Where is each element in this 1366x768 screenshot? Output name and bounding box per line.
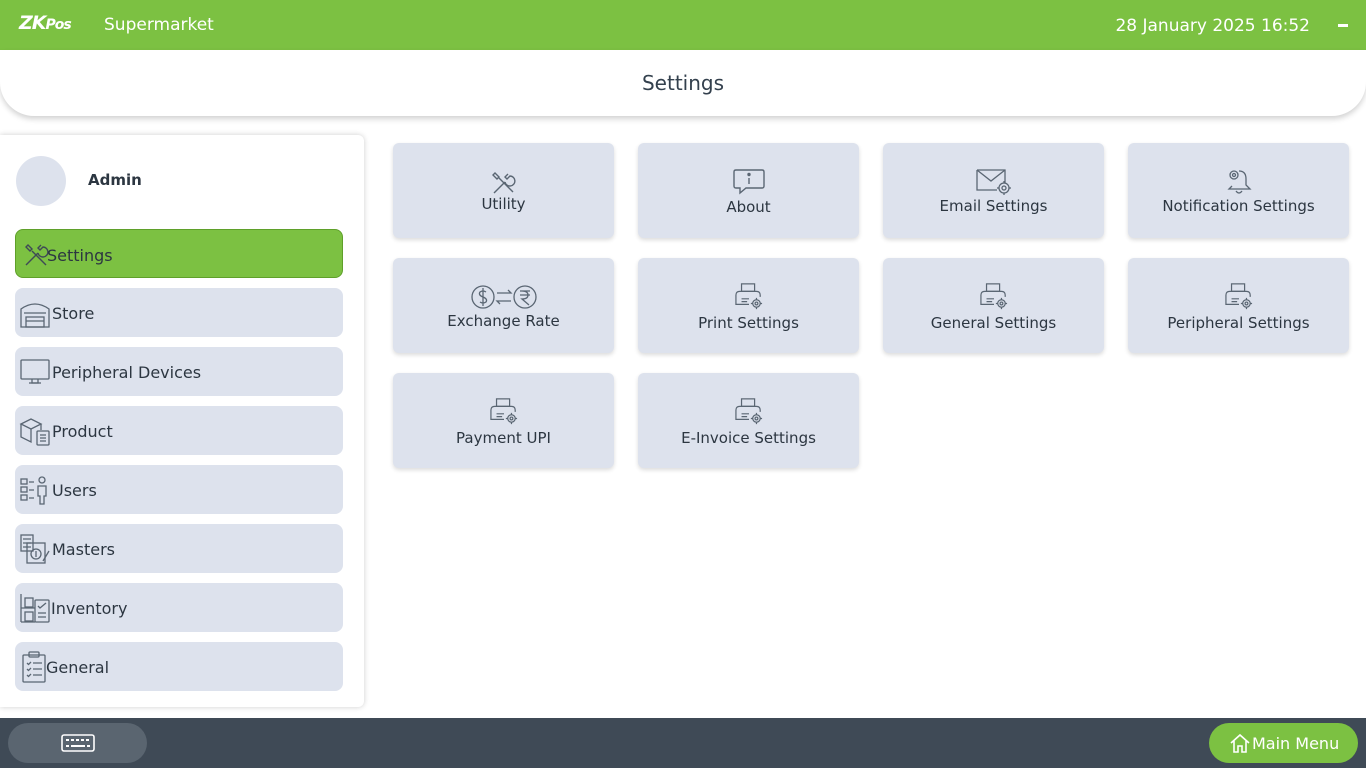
tile-label: Notification Settings	[1162, 197, 1315, 215]
tile-label: Payment UPI	[456, 429, 551, 447]
tile-print-settings[interactable]: Print Settings	[638, 258, 859, 353]
logo-main-text: ZK	[19, 12, 46, 34]
sidebar-item-label: Product	[52, 422, 113, 441]
sidebar-item-product[interactable]: Product	[15, 406, 343, 455]
printer-gear-icon	[393, 397, 614, 425]
inventory-icon	[19, 592, 51, 624]
tile-email-settings[interactable]: Email Settings	[883, 143, 1104, 238]
page-title: Settings	[641, 71, 725, 95]
sidebar-item-label: Peripheral Devices	[52, 363, 202, 382]
top-bar: ZKPos Supermarket 28 January 2025 16:52	[0, 0, 1366, 50]
tile-label: E-Invoice Settings	[681, 429, 816, 447]
tools-icon	[393, 169, 614, 197]
email-gear-icon	[883, 167, 1104, 195]
tile-label: About	[726, 198, 771, 216]
home-icon	[1230, 733, 1250, 753]
store-icon	[19, 297, 51, 329]
store-name: Supermarket	[104, 15, 214, 35]
product-box-icon	[19, 415, 51, 447]
sidebar-item-inventory[interactable]: Inventory	[15, 583, 343, 632]
tile-label: Exchange Rate	[447, 312, 560, 330]
tile-label: General Settings	[930, 314, 1057, 332]
masters-icon	[19, 533, 51, 565]
tile-label: Email Settings	[939, 197, 1048, 215]
bell-gear-icon	[1128, 167, 1349, 195]
currency-exchange-icon	[393, 282, 614, 310]
datetime: 28 January 2025 16:52	[1115, 16, 1310, 36]
tile-e-invoice-settings[interactable]: E-Invoice Settings	[638, 373, 859, 468]
sidebar-item-masters[interactable]: Masters	[15, 524, 343, 573]
sidebar-item-label: Inventory	[51, 599, 128, 618]
tile-general-settings[interactable]: General Settings	[883, 258, 1104, 353]
monitor-icon	[19, 356, 51, 388]
tile-utility[interactable]: Utility	[393, 143, 614, 238]
users-icon	[19, 474, 51, 506]
keyboard-icon	[61, 734, 95, 752]
sidebar-item-label: Users	[52, 481, 97, 500]
bottom-bar: Main Menu	[0, 718, 1366, 768]
sidebar-item-peripheral-devices[interactable]: Peripheral Devices	[15, 347, 343, 396]
app-logo: ZKPos	[19, 12, 72, 34]
tile-label: Peripheral Settings	[1167, 314, 1310, 332]
main-menu-label: Main Menu	[1252, 734, 1340, 753]
tile-notification-settings[interactable]: Notification Settings	[1128, 143, 1349, 238]
printer-gear-icon	[638, 282, 859, 310]
tile-about[interactable]: About	[638, 143, 859, 238]
minimize-button[interactable]	[1338, 24, 1348, 27]
sidebar-item-store[interactable]: Store	[15, 288, 343, 337]
printer-gear-icon	[1128, 282, 1349, 310]
keyboard-button[interactable]	[8, 723, 147, 763]
main-menu-button[interactable]: Main Menu	[1209, 723, 1358, 763]
user-name: Admin	[88, 171, 142, 189]
printer-gear-icon	[638, 397, 859, 425]
sidebar-item-settings[interactable]: Settings	[15, 229, 343, 278]
sidebar-item-label: Settings	[47, 246, 113, 265]
sidebar-item-label: General	[46, 658, 110, 677]
sidebar-item-label: Masters	[52, 540, 115, 559]
tools-icon	[20, 239, 52, 271]
printer-gear-icon	[883, 282, 1104, 310]
sidebar-item-users[interactable]: Users	[15, 465, 343, 514]
clipboard-icon	[19, 651, 51, 683]
tile-label: Print Settings	[698, 314, 799, 332]
info-chat-icon	[638, 167, 859, 195]
tile-label: Utility	[481, 195, 526, 213]
logo-small-text: Pos	[45, 17, 72, 33]
sidebar: Admin Settings Store Peripheral Devices …	[0, 135, 364, 707]
sidebar-item-general[interactable]: General	[15, 642, 343, 691]
avatar	[16, 156, 66, 206]
tile-exchange-rate[interactable]: Exchange Rate	[393, 258, 614, 353]
tile-peripheral-settings[interactable]: Peripheral Settings	[1128, 258, 1349, 353]
sidebar-item-label: Store	[52, 304, 95, 323]
tile-payment-upi[interactable]: Payment UPI	[393, 373, 614, 468]
title-band: Settings	[0, 50, 1366, 116]
